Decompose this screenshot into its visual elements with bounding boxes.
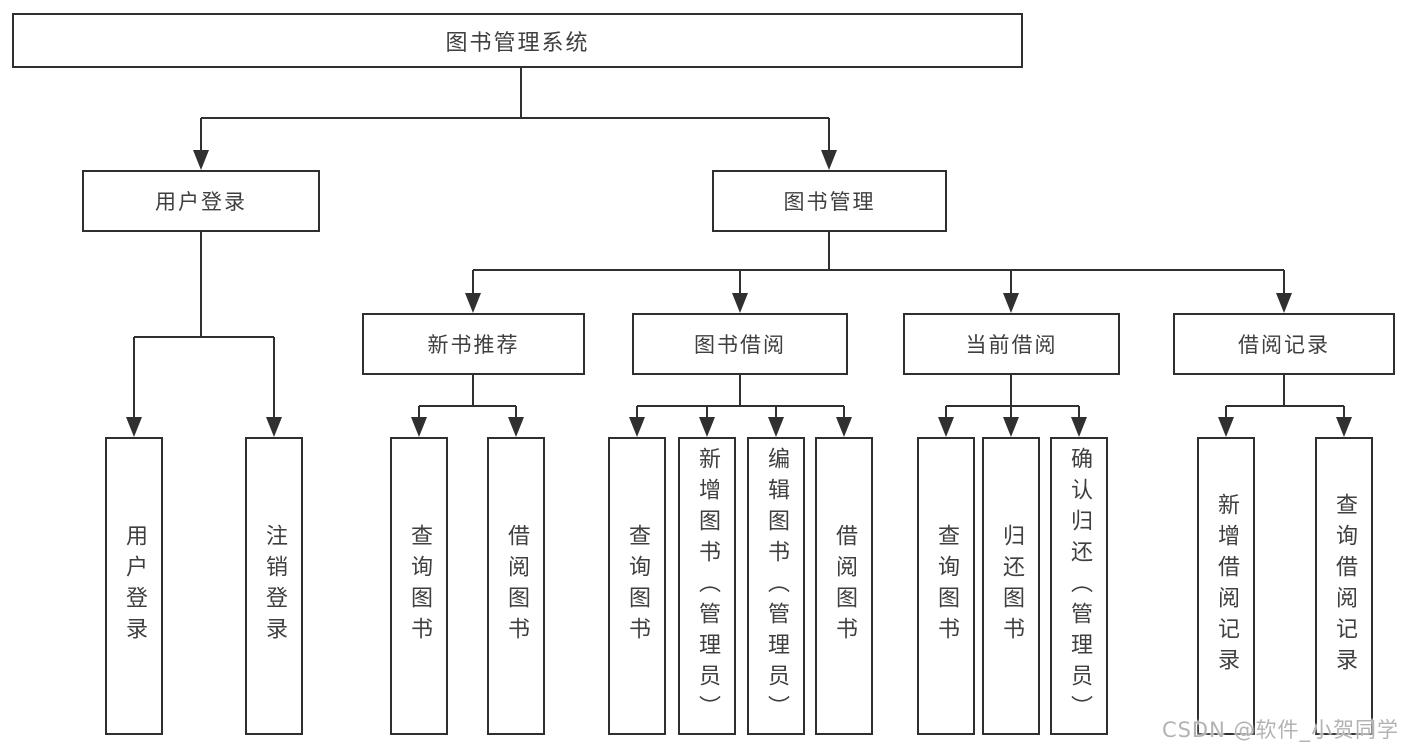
leaf-borrow-books-recommend: 借阅图书 bbox=[487, 437, 545, 735]
arrowhead bbox=[126, 417, 142, 437]
node-new-book-recommend: 新书推荐 bbox=[362, 313, 585, 375]
leaf-label: 编辑图书（管理员） bbox=[764, 446, 789, 726]
leaf-query-books-current: 查询图书 bbox=[917, 437, 975, 735]
connector-current-to-leaves bbox=[945, 375, 1080, 418]
node-current-borrowing: 当前借阅 bbox=[903, 313, 1120, 375]
leaf-label: 归还图书 bbox=[999, 524, 1024, 648]
arrowhead bbox=[266, 417, 282, 437]
leaf-label: 查询借阅记录 bbox=[1332, 493, 1357, 679]
leaf-label: 借阅图书 bbox=[504, 524, 529, 648]
leaf-add-borrow-record: 新增借阅记录 bbox=[1197, 437, 1255, 735]
leaf-edit-books-admin: 编辑图书（管理员） bbox=[747, 437, 805, 735]
arrowhead bbox=[1276, 293, 1292, 313]
leaf-label: 注销登录 bbox=[262, 524, 287, 648]
connector-user-to-leaves bbox=[133, 232, 275, 418]
leaf-label: 确认归还（管理员） bbox=[1067, 446, 1092, 726]
leaf-label: 查询图书 bbox=[934, 524, 959, 648]
leaf-return-books: 归还图书 bbox=[982, 437, 1040, 735]
leaf-borrow-books: 借阅图书 bbox=[815, 437, 873, 735]
arrowhead bbox=[629, 417, 645, 437]
connector-newbooks-to-leaves bbox=[418, 375, 517, 418]
arrowhead bbox=[1071, 417, 1087, 437]
connector-borrow-to-leaves bbox=[636, 375, 845, 418]
arrowhead bbox=[193, 150, 209, 170]
arrowhead bbox=[1218, 417, 1234, 437]
arrowhead bbox=[768, 417, 784, 437]
node-book-management-module: 图书管理 bbox=[712, 170, 947, 232]
arrowhead bbox=[411, 417, 427, 437]
arrowhead bbox=[508, 417, 524, 437]
leaf-add-books-admin: 新增图书（管理员） bbox=[678, 437, 736, 735]
leaf-query-books-borrow: 查询图书 bbox=[608, 437, 666, 735]
node-root-system: 图书管理系统 bbox=[12, 13, 1023, 68]
leaf-query-borrow-record: 查询借阅记录 bbox=[1315, 437, 1373, 735]
connector-root-to-level2 bbox=[200, 68, 830, 151]
leaf-label: 新增图书（管理员） bbox=[695, 446, 720, 726]
arrowhead bbox=[1003, 293, 1019, 313]
node-borrowing-records: 借阅记录 bbox=[1173, 313, 1395, 375]
leaf-label: 借阅图书 bbox=[832, 524, 857, 648]
leaf-label: 查询图书 bbox=[407, 524, 432, 648]
leaf-confirm-return-admin: 确认归还（管理员） bbox=[1050, 437, 1108, 735]
connector-records-to-leaves bbox=[1225, 375, 1345, 418]
leaf-label: 用户登录 bbox=[122, 524, 147, 648]
arrowhead bbox=[1003, 417, 1019, 437]
arrowheads bbox=[126, 150, 1352, 437]
leaf-label: 新增借阅记录 bbox=[1214, 493, 1239, 679]
arrowhead bbox=[699, 417, 715, 437]
leaf-logout: 注销登录 bbox=[245, 437, 303, 735]
node-user-login-module: 用户登录 bbox=[82, 170, 320, 232]
node-book-borrowing: 图书借阅 bbox=[632, 313, 848, 375]
connector-mgmt-to-level3 bbox=[472, 232, 1285, 294]
arrowhead bbox=[938, 417, 954, 437]
arrowhead bbox=[821, 150, 837, 170]
csdn-watermark: CSDN @软件_小贺同学 bbox=[1161, 718, 1399, 742]
arrowhead bbox=[465, 293, 481, 313]
arrowhead bbox=[836, 417, 852, 437]
leaf-query-books-recommend: 查询图书 bbox=[390, 437, 448, 735]
arrowhead bbox=[732, 293, 748, 313]
arrowhead bbox=[1336, 417, 1352, 437]
leaf-user-login: 用户登录 bbox=[105, 437, 163, 735]
leaf-label: 查询图书 bbox=[625, 524, 650, 648]
